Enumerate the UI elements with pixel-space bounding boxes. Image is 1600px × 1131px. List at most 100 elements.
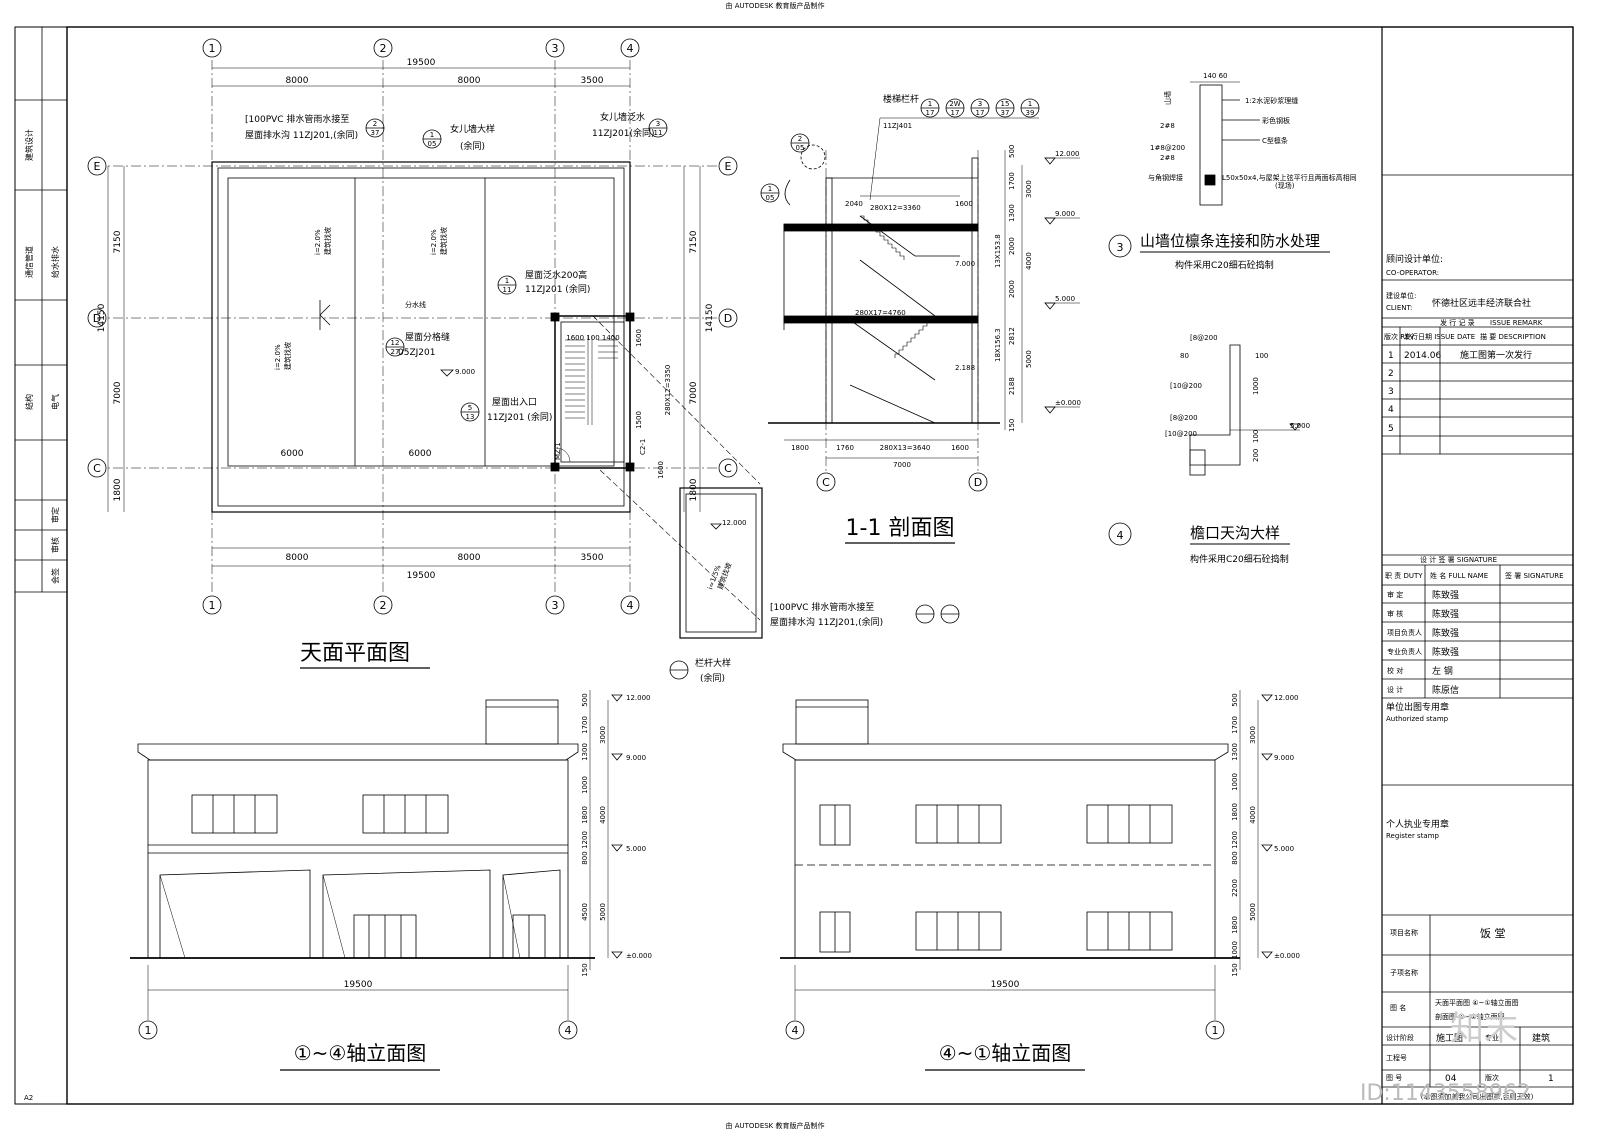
stair-label: 280X12=3360 <box>870 204 921 212</box>
callout-ref: 37 <box>371 129 380 137</box>
elev: 12.000 <box>1055 150 1080 158</box>
axis-label: 1 <box>145 1024 152 1037</box>
dim: 5000 <box>1249 903 1257 921</box>
dim: 4500 <box>581 903 589 921</box>
dim: 200 <box>1252 449 1260 462</box>
co-operator-en: CO-OPERATOR: <box>1386 269 1439 277</box>
callout-ref: 05 <box>428 140 437 148</box>
issue-no: 1 <box>1388 351 1394 361</box>
detail-3-text: 140 60 1:2水泥砂浆理缝 彩色钢板 C型檩条 2#8 1#8@200 2… <box>1148 72 1357 190</box>
elev: 5.000 <box>1274 845 1294 853</box>
dim: 3000 <box>1249 726 1257 744</box>
unit-stamp: 单位出图专用章 <box>1386 701 1449 713</box>
id-mark: ID:1143558962 <box>1360 1081 1531 1106</box>
sign-header: 设 计 签 署 SIGNATURE <box>1420 555 1497 564</box>
dim: 2000 <box>1008 237 1016 255</box>
note: 11ZJ401 <box>883 122 912 130</box>
discipline: 建筑 <box>1532 1032 1550 1044</box>
stage: 施工图 <box>1436 1032 1463 1044</box>
sign-name: 陈致强 <box>1432 589 1459 601</box>
note: 屋面排水沟 11ZJ201,(余同) <box>245 129 358 141</box>
axis-label: 2 <box>380 599 387 612</box>
axis-label: 4 <box>792 1024 799 1037</box>
callout-ref: 11 <box>503 286 512 294</box>
issue-col: 发行日期 ISSUE DATE <box>1404 332 1475 341</box>
dim: 800 <box>1231 851 1239 864</box>
elev: 12.000 <box>1274 694 1299 702</box>
note: 2#8 <box>1160 122 1175 130</box>
elev: 5.000 <box>1290 422 1310 430</box>
client-name: 怀德社区远丰经济联合社 <box>1432 297 1531 309</box>
dim: 19500 <box>407 571 436 581</box>
dim: 150 <box>581 963 589 976</box>
section-1-1 <box>760 98 1080 492</box>
roof-plan-axis-labels: 1 2 3 4 1 2 3 4 E D C E D C <box>93 42 732 612</box>
section-text: 楼梯栏杆 11ZJ401 1 17 2W 17 3 17 15 37 1 39 … <box>766 93 1081 469</box>
callout-ref: 17 <box>976 109 985 117</box>
dim: 1800 <box>1231 803 1239 821</box>
window-tag: C2-1 <box>639 439 647 455</box>
roof-plan-callouts <box>365 118 668 422</box>
issue-col: 版次 REV. <box>1384 332 1416 341</box>
back-elevation-title: ④~①轴立面图 <box>939 1041 1072 1065</box>
callout-ref: 11 <box>654 129 663 137</box>
note: 11ZJ201(余同) <box>592 127 654 139</box>
job-label: 工程号 <box>1386 1053 1407 1062</box>
dim: 1700 <box>1008 172 1016 190</box>
note: C型檩条 <box>1262 136 1288 145</box>
note: 屋面泛水200高 <box>525 269 587 281</box>
issue-header: 发 行 记 录 <box>1440 318 1475 327</box>
personal-stamp-en: Register stamp <box>1386 832 1440 840</box>
detail-3 <box>1108 81 1260 258</box>
dim: 3500 <box>581 553 604 563</box>
axis-label: E <box>94 160 101 173</box>
axis-label: 3 <box>552 42 559 55</box>
elev: 9.000 <box>626 754 646 762</box>
client-cn: 建设单位: <box>1386 291 1416 300</box>
note: [10@200 <box>1170 382 1202 390</box>
dim: 1600 <box>657 461 665 479</box>
dim: 2200 <box>1231 879 1239 897</box>
note: 05ZJ201 <box>398 348 435 358</box>
dim: 1000 <box>1231 773 1239 791</box>
issue-date: 2014.06 <box>1404 351 1441 361</box>
callout-ref: 39 <box>1026 109 1035 117</box>
dim: 500 <box>1008 145 1016 158</box>
strip-label: 结构 <box>24 394 34 410</box>
elev: 9.000 <box>455 368 475 376</box>
axis-label: 4 <box>565 1024 572 1037</box>
personal-stamp: 个人执业专用章 <box>1386 818 1449 830</box>
unit-stamp-en: Authorized stamp <box>1386 715 1449 723</box>
level: 7.000 <box>955 260 975 268</box>
note: 与角钢焊接 <box>1148 173 1183 182</box>
title-block-text: 顾问设计单位: CO-OPERATOR: 建设单位: CLIENT: 怀德社区远… <box>1384 253 1564 1101</box>
axis-label: 3 <box>552 599 559 612</box>
back-elevation-text: 12.000 9.000 5.000 ±0.000 500 1700 1300 … <box>991 693 1300 990</box>
front-elevation-axes: 1 4 <box>145 1024 572 1037</box>
sign-duty: 审 定 <box>1387 590 1403 599</box>
front-elevation-text: 12.000 9.000 5.000 ±0.000 500 1700 1300 … <box>344 693 652 990</box>
note: (余同) <box>460 140 485 152</box>
note: 屋面排水沟 11ZJ201,(余同) <box>770 616 883 628</box>
back-elevation-axes: 4 1 <box>792 1024 1219 1037</box>
left-strip <box>15 27 67 593</box>
sign-duty: 设 计 <box>1387 685 1403 694</box>
callout-num: 5 <box>468 404 472 412</box>
dim: 1700 <box>581 716 589 734</box>
title-block <box>1381 27 1573 1104</box>
sign-col: 职 责 DUTY <box>1385 571 1423 580</box>
project-label: 项目名称 <box>1390 928 1418 937</box>
dim: 1000 <box>581 776 589 794</box>
callout-ref: 13 <box>466 413 475 421</box>
stair-roof-plan <box>669 487 960 680</box>
elev: 9.000 <box>1055 210 1075 218</box>
axis-label: 1 <box>209 42 216 55</box>
co-operator-cn: 顾问设计单位: <box>1386 253 1443 265</box>
dim: 280X13=3640 <box>880 444 931 452</box>
detail-3-sub: 构件采用C20细石砼捣制 <box>1175 259 1274 271</box>
edition: 1 <box>1548 1074 1554 1084</box>
dim: 6000 <box>281 449 304 459</box>
callout-num: 2 <box>798 135 802 143</box>
callout-num: 1 <box>768 185 772 193</box>
